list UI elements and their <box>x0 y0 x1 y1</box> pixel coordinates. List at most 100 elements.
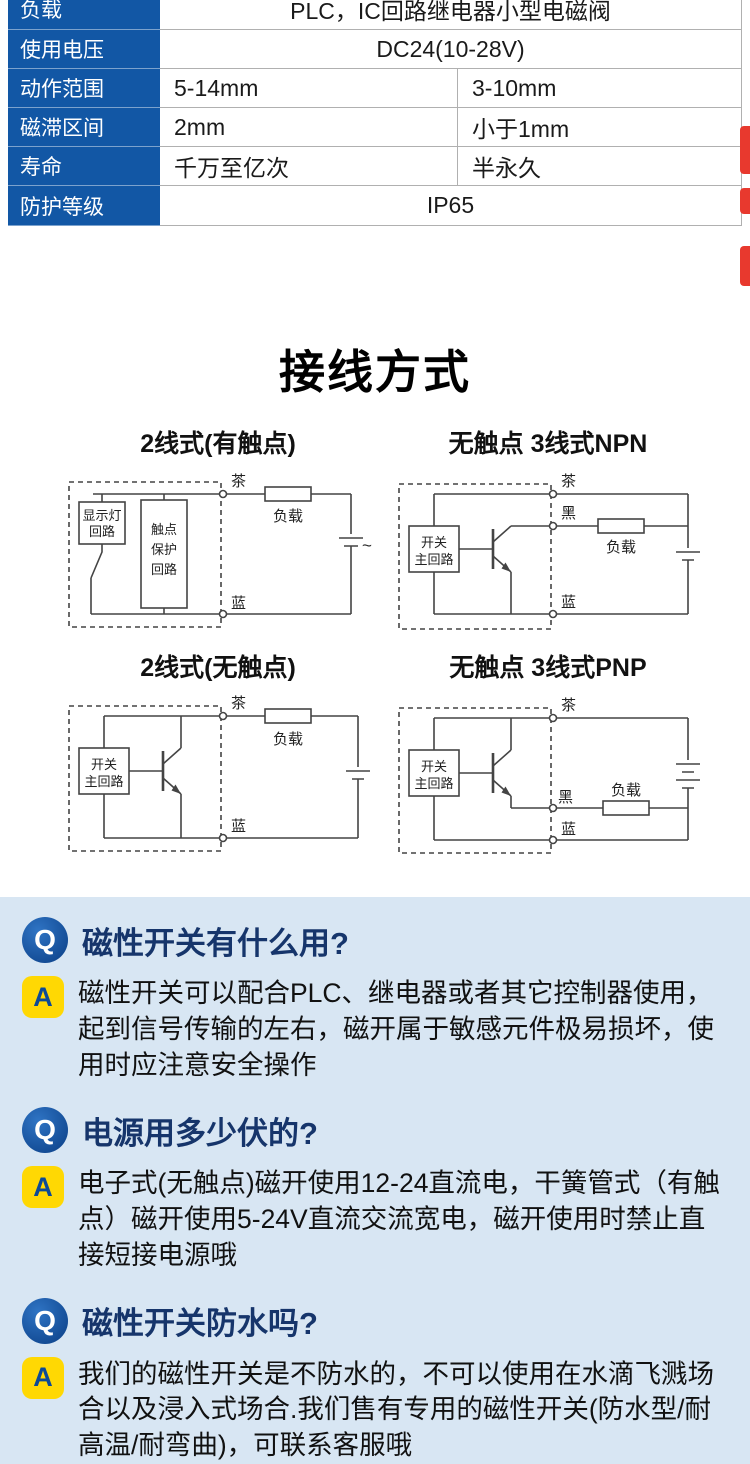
black-wire-label: 黑 <box>558 789 573 806</box>
answer-row: A 我们的磁性开关是不防水的，不可以使用在水滴飞溅场合以及浸入式场合.我们售有专… <box>22 1356 728 1464</box>
terminal-dot <box>548 521 558 531</box>
load-resistor <box>597 518 645 534</box>
transistor-collector <box>162 716 182 765</box>
spec-value-hysteresis-1: 2mm <box>160 108 458 147</box>
wiring-diagram-2wire-contact: 显示灯 回路 触点 保护 回路 负载 茶 蓝 ~ <box>68 473 372 628</box>
load-label: 负载 <box>611 782 641 799</box>
brown-wire-label: 茶 <box>231 473 246 490</box>
spec-label-protection: 防护等级 <box>8 186 160 226</box>
answer-row: A 电子式(无触点)磁开使用12-24直流电，干簧管式（有触点）磁开使用5-24… <box>22 1166 728 1273</box>
lamp-circuit-box <box>78 501 126 545</box>
switch-box-label-2: 主回路 <box>414 776 453 791</box>
emitter-arrow <box>501 562 511 572</box>
q-badge-icon: Q <box>22 1107 68 1154</box>
spec-value-text: PLC，IC回路继电器小型电磁阀 <box>290 0 611 24</box>
a-badge-icon: A <box>22 1356 64 1399</box>
question-text: 磁性开关有什么用? <box>82 925 349 961</box>
transistor-emitter <box>492 555 512 614</box>
table-row: 防护等级 IP65 <box>8 186 742 226</box>
question-text: 电源用多少伏的? <box>82 1115 318 1151</box>
question-row: Q 磁性开关防水吗? <box>22 1297 728 1344</box>
spec-label-life: 寿命 <box>8 147 160 186</box>
reed-switch <box>90 544 103 614</box>
table-row: 使用电压 DC24(10-28V) <box>8 30 742 69</box>
red-edge-strip <box>740 126 750 174</box>
spec-label-voltage: 使用电压 <box>8 30 160 69</box>
top-wire <box>103 715 359 767</box>
switch-box-label-1: 开关 <box>91 757 117 772</box>
bottom-wire <box>433 796 688 841</box>
brown-wire-label: 茶 <box>561 473 576 490</box>
battery-icon <box>346 770 370 838</box>
blue-wire-label: 蓝 <box>231 818 246 835</box>
top-wire <box>93 493 352 534</box>
spec-value-load: PLC，IC回路继电器小型电磁阀 <box>160 0 742 30</box>
load-label: 负载 <box>273 508 303 525</box>
a-badge-icon: A <box>22 976 64 1018</box>
switch-box-label-1: 开关 <box>421 759 447 774</box>
load-label: 负载 <box>273 731 303 748</box>
sensor-dashed-box <box>68 705 222 852</box>
protect-box-label-2: 保护 <box>151 542 177 557</box>
diagram-title: 2线式(有触点) <box>140 430 296 458</box>
diagram-title: 2线式(无触点) <box>140 654 296 682</box>
load-resistor <box>264 708 312 724</box>
terminal-dot <box>548 609 558 619</box>
spec-label-range: 动作范围 <box>8 69 160 108</box>
ac-source <box>339 537 363 614</box>
top-wire <box>433 493 689 548</box>
switch-main-circuit-box <box>78 747 130 795</box>
wiring-diagram-block: 无触点 3线式PNP 开关 主回路 茶 <box>388 648 708 868</box>
bottom-wire <box>103 794 358 839</box>
lamp-box-label-2: 回路 <box>89 524 115 539</box>
terminal-dot <box>218 833 228 843</box>
spec-value-range-2: 3-10mm <box>458 69 742 108</box>
switch-box-label-2: 主回路 <box>414 552 453 567</box>
terminal-dot <box>548 803 558 813</box>
top-wire <box>433 717 689 760</box>
question-text: 磁性开关防水吗? <box>82 1306 318 1342</box>
blue-wire-label: 蓝 <box>561 594 576 611</box>
transistor-upper-lead <box>492 718 512 767</box>
brown-wire-label: 茶 <box>561 697 576 714</box>
question-row: Q 电源用多少伏的? <box>22 1107 728 1154</box>
blue-wire-label: 蓝 <box>561 821 576 838</box>
red-edge-strip <box>740 246 750 286</box>
wiring-diagram-block: 2线式(无触点) 开关 主回路 茶 负载 <box>58 648 378 868</box>
protect-box-label-3: 回路 <box>151 562 177 577</box>
ac-symbol: ~ <box>362 536 372 555</box>
answer-text: 磁性开关可以配合PLC、继电器或者其它控制器使用，起到信号传输的左右，磁开属于敏… <box>78 978 714 1080</box>
diagram-title: 无触点 3线式PNP <box>449 654 647 682</box>
answer-row: A 磁性开关可以配合PLC、继电器或者其它控制器使用，起到信号传输的左右，磁开属… <box>22 976 728 1083</box>
load-resistor <box>264 486 312 502</box>
spec-value-life-1: 千万至亿次 <box>160 147 458 186</box>
battery-icon <box>676 763 700 840</box>
terminal-dot <box>218 609 228 619</box>
table-row: 磁滞区间 2mm 小于1mm <box>8 108 742 147</box>
spec-label-hysteresis: 磁滞区间 <box>8 108 160 147</box>
question-row: Q 磁性开关有什么用? <box>22 917 728 963</box>
wiring-diagram-pnp: 开关 主回路 茶 黑 负载 蓝 <box>398 697 700 854</box>
lamp-box-label-1: 显示灯 <box>82 508 121 523</box>
spec-table: 负载 PLC，IC回路继电器小型电磁阀 使用电压 DC24(10-28V) 动作… <box>8 0 742 226</box>
wiring-diagram-block: 2线式(有触点) 显示灯 回路 触点 保护 回路 负载 <box>58 424 378 644</box>
black-output-wire <box>492 779 688 809</box>
emitter-arrow <box>501 786 511 796</box>
answer-text: 我们的磁性开关是不防水的，不可以使用在水滴飞溅场合以及浸入式场合.我们售有专用的… <box>78 1358 714 1461</box>
spec-value-voltage: DC24(10-28V) <box>160 30 742 69</box>
spec-label-text: 负载 <box>20 0 62 22</box>
contact-protection-box <box>140 499 188 609</box>
spec-label-load: 负载 <box>8 0 160 30</box>
load-resistor <box>602 800 650 816</box>
black-output-wire <box>492 525 688 543</box>
transistor-emitter <box>162 777 182 838</box>
battery-icon <box>676 551 700 614</box>
black-wire-label: 黑 <box>561 505 576 522</box>
terminal-dot <box>218 489 228 499</box>
wiring-diagram-block: 无触点 3线式NPN 开关 主回路 茶 <box>388 424 708 644</box>
wiring-diagram-npn: 开关 主回路 茶 黑 负载 蓝 <box>398 473 700 630</box>
table-row: 动作范围 5-14mm 3-10mm <box>8 69 742 108</box>
emitter-arrow <box>171 784 181 794</box>
wiring-diagram-2wire-contactless: 开关 主回路 茶 负载 蓝 <box>68 695 370 852</box>
